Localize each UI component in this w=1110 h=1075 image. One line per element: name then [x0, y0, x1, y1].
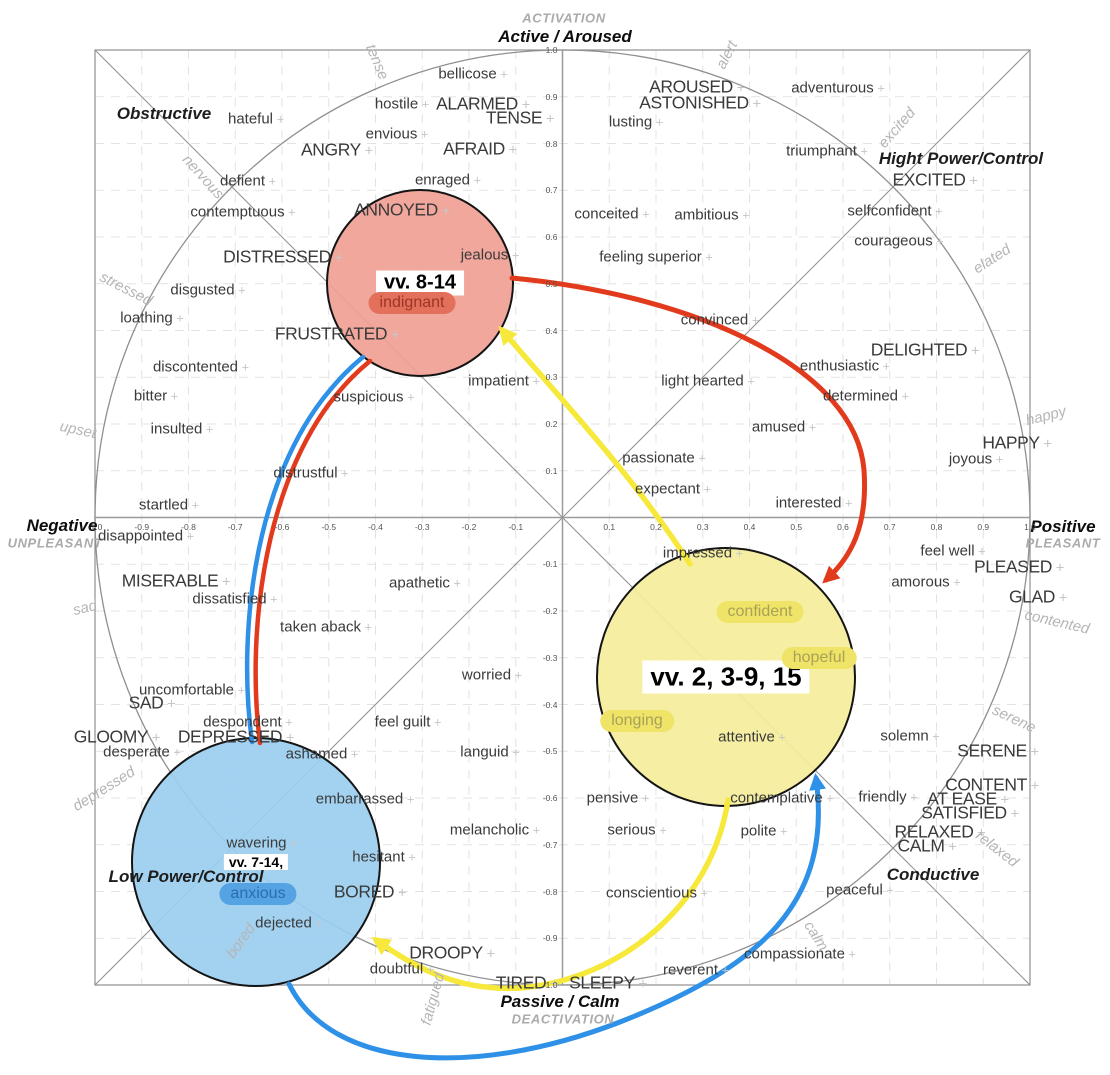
arrow-red-red-to-yellow-cluster: [509, 275, 868, 584]
arrow-yellow-yellow-to-blue-cluster: [371, 797, 731, 992]
arrow-red-blue-to-red-cluster: [253, 358, 373, 746]
arrow-blue-blue-to-yellow-cluster: [286, 772, 827, 1061]
arrow-yellow-yellow-to-red-cluster: [498, 325, 693, 567]
arrow-blue-blue-to-red-cluster: [244, 354, 366, 745]
